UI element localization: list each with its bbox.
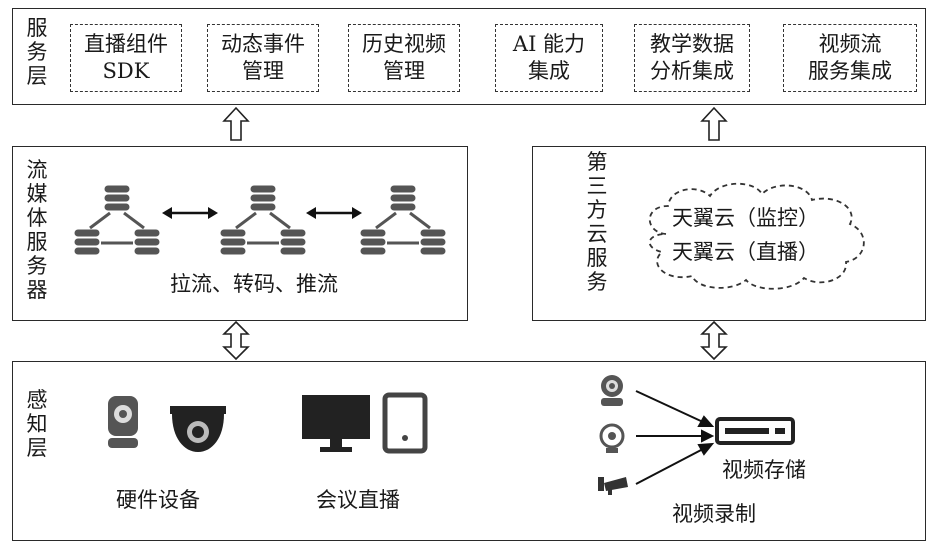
module-ai-capability: AI 能力 集成 (495, 24, 603, 92)
database-triangle-icon (359, 184, 447, 256)
database-triangle-icon (73, 184, 161, 256)
perception-layer-label: 感 知 层 (26, 388, 48, 460)
up-arrow-icon (700, 106, 728, 141)
streaming-server-label: 流 媒 体 服 务 器 (26, 158, 48, 302)
cloud-item-live: 天翼云（直播） (672, 240, 819, 264)
module-dynamic-event: 动态事件 管理 (207, 24, 319, 92)
third-party-box (532, 146, 926, 321)
up-arrow-icon (222, 106, 250, 141)
recording-caption: 视频录制 (672, 502, 756, 526)
cloud-icon (648, 182, 865, 290)
module-video-stream: 视频流 服务集成 (783, 24, 917, 92)
streaming-caption: 拉流、转码、推流 (170, 272, 338, 296)
cloud-item-monitoring: 天翼云（监控） (672, 206, 819, 230)
cctv-camera-icon (598, 477, 628, 495)
user-camera-icon (601, 375, 623, 406)
round-camera-icon (599, 423, 625, 453)
module-history-video: 历史视频 管理 (348, 24, 460, 92)
bidirectional-arrow-icon (162, 207, 218, 219)
third-party-label: 第 三 方 云 服 务 (586, 150, 608, 294)
perception-layer-box (12, 361, 926, 541)
meeting-caption: 会议直播 (316, 488, 400, 512)
dome-camera-icon (170, 406, 226, 452)
webcam-icon (108, 396, 138, 448)
storage-caption: 视频存储 (722, 458, 806, 482)
module-teaching-analysis: 教学数据 分析集成 (634, 24, 750, 92)
video-recorder-icon (715, 417, 795, 445)
double-arrow-icon (700, 320, 728, 361)
bidirectional-arrow-icon (306, 207, 362, 219)
module-live-sdk: 直播组件 SDK (70, 24, 182, 92)
database-triangle-icon (219, 184, 307, 256)
double-arrow-icon (222, 320, 250, 361)
tablet-icon (382, 392, 428, 454)
monitor-icon (302, 395, 370, 452)
service-layer-label: 服 务 层 (26, 16, 48, 88)
hardware-caption: 硬件设备 (116, 488, 200, 512)
